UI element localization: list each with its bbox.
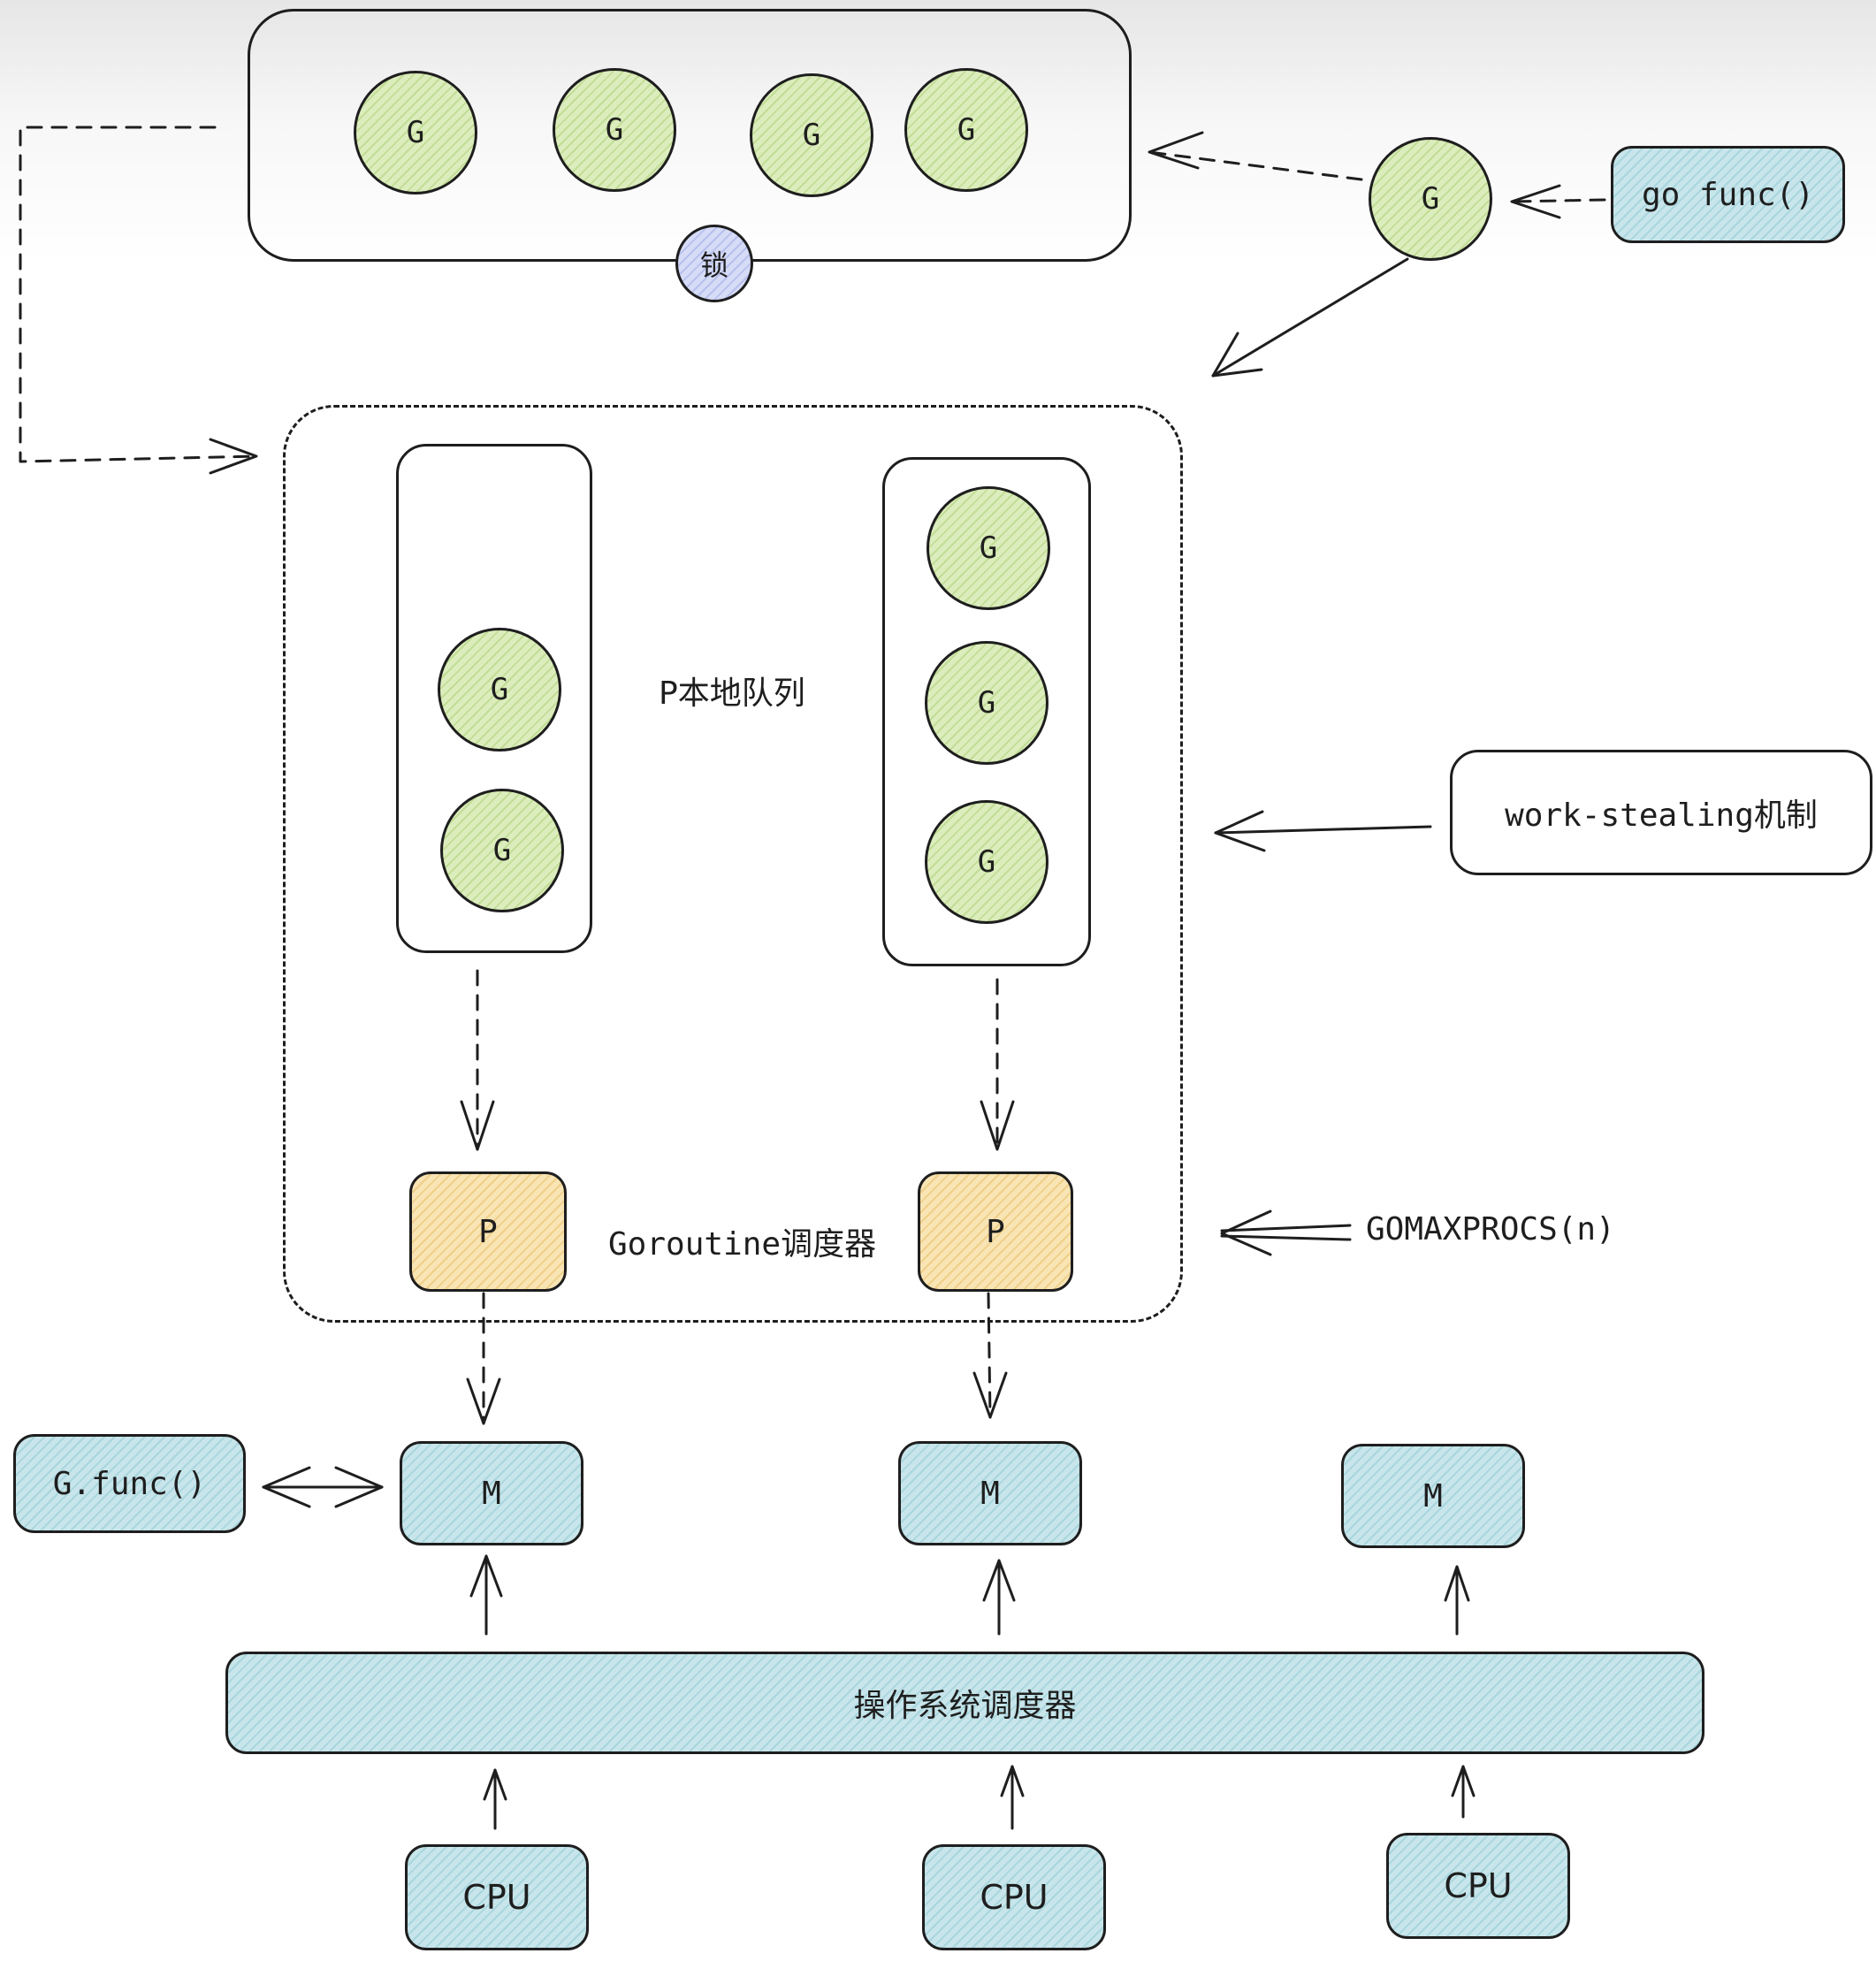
os-to-m2-arrowhead [982,1559,1016,1602]
global-to-scheduler-connector [19,126,258,463]
cpu-box: CPU [405,1844,589,1950]
gomaxprocs-arrowhead [1220,1209,1272,1256]
cpu3-to-os-arrowhead [1451,1765,1476,1797]
gomaxprocs-connector-a [1220,1224,1352,1232]
g-func-box: G.func() [13,1434,246,1533]
left-local-run-queue [396,444,592,953]
workstealing-to-scheduler-connector [1214,825,1432,835]
local-queue-goroutine: G [927,486,1050,610]
global-queue-goroutine: G [553,68,676,192]
processor-p-right: P [918,1171,1073,1292]
go-func-box: go func() [1611,146,1845,243]
machine-thread-m: M [400,1441,583,1545]
g-to-scheduler-arrowhead [1211,332,1263,378]
lock-icon: 锁 [675,225,753,302]
global-to-scheduler-arrowhead [209,438,258,475]
os-scheduler-bar: 操作系统调度器 [225,1652,1704,1754]
gofunc-to-g-arrowhead [1510,184,1561,219]
left-queue-to-p-arrowhead [460,1100,495,1151]
new-goroutine: G [1369,137,1492,261]
cpu-box: CPU [1386,1833,1570,1939]
work-stealing-box: work-stealing机制 [1450,750,1872,875]
processor-p-left: P [409,1171,567,1292]
gofunc-to-g-connector [1510,198,1606,203]
local-queue-goroutine: G [438,628,561,752]
g-to-scheduler-connector [1211,257,1409,378]
goroutine-scheduler-region [283,405,1183,1323]
os-to-m3-arrowhead [1444,1565,1470,1602]
left-p-to-m-arrowhead [466,1377,501,1425]
cpu2-to-os-arrowhead [1000,1765,1025,1797]
global-queue-goroutine: G [904,68,1028,192]
right-local-run-queue [882,457,1091,966]
gomaxprocs-label: GOMAXPROCS(n) [1366,1211,1615,1248]
right-p-to-m-connector [987,1292,992,1419]
local-queue-goroutine: G [440,789,564,912]
machine-thread-m: M [898,1441,1082,1545]
global-queue-goroutine: G [750,73,873,197]
local-queue-label: P本地队列 [659,675,805,712]
gfunc-arrowhead-right [334,1466,384,1508]
machine-thread-m: M [1341,1444,1525,1548]
local-queue-goroutine: G [925,800,1049,924]
cpu1-to-os-arrowhead [483,1768,507,1801]
gfunc-arrowhead-left [262,1466,311,1508]
gomaxprocs-connector-b [1220,1234,1352,1241]
local-queue-goroutine: G [925,641,1049,765]
os-to-m1-arrowhead [469,1554,503,1598]
workstealing-to-scheduler-arrowhead [1214,810,1266,852]
cpu-box: CPU [922,1844,1106,1950]
right-p-to-m-arrowhead [972,1371,1008,1419]
g-to-global-connector [1148,150,1363,181]
global-queue-goroutine: G [354,71,477,195]
right-queue-to-p-arrowhead [980,1100,1015,1151]
g-to-global-arrowhead [1148,131,1204,170]
goroutine-scheduler-label: Goroutine调度器 [608,1226,877,1263]
